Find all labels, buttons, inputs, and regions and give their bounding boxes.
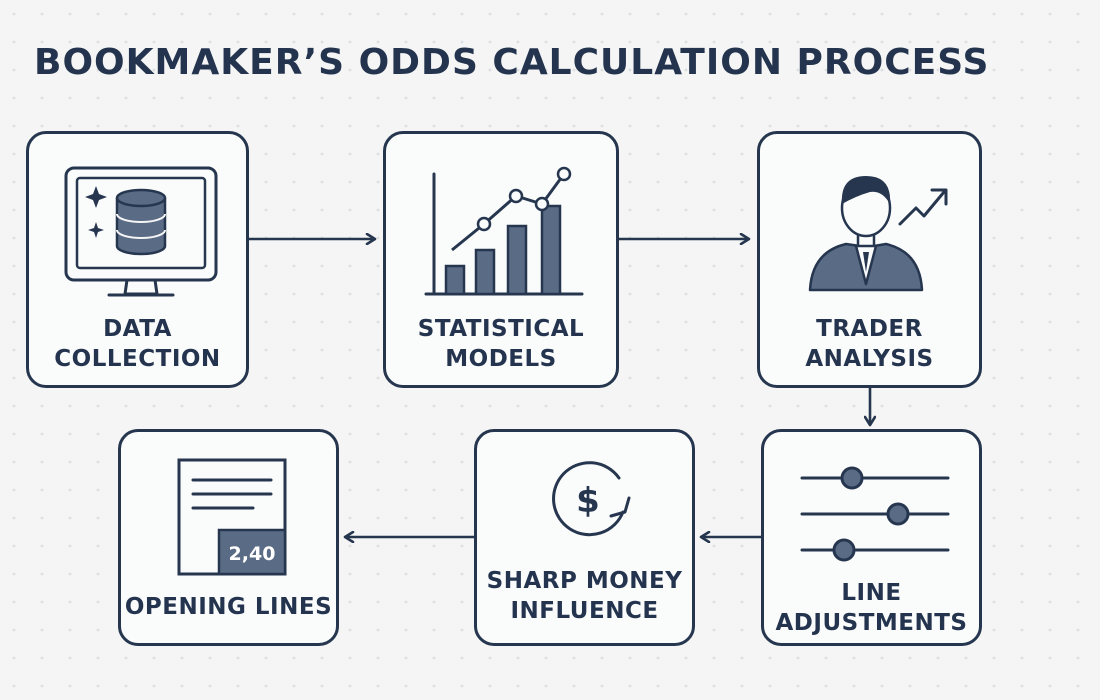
- label-line-1: STATISTICAL: [417, 316, 585, 342]
- odds-value: 2,40: [229, 543, 276, 565]
- label-line-2: MODELS: [445, 346, 557, 372]
- document-odds-icon: 2,40: [177, 458, 287, 576]
- page-title: BOOKMAKER’S ODDS CALCULATION PROCESS: [34, 42, 990, 83]
- step-label: TRADER ANALYSIS: [760, 314, 979, 374]
- dollar-cycle-icon: $: [552, 461, 631, 537]
- label-line-1: DATA: [103, 316, 172, 342]
- step-data-collection: DATA COLLECTION: [26, 131, 249, 388]
- step-label: DATA COLLECTION: [29, 314, 246, 374]
- label-line-1: TRADER: [816, 316, 923, 342]
- step-trader-analysis: TRADER ANALYSIS: [757, 131, 982, 388]
- step-label: STATISTICAL MODELS: [386, 314, 616, 374]
- step-label: SHARP MONEY INFLUENCE: [477, 566, 692, 626]
- bar-chart-trend-icon: [424, 166, 584, 296]
- sliders-icon: [800, 466, 950, 562]
- label-line-1: SHARP MONEY: [486, 568, 683, 594]
- database-monitor-icon: [64, 166, 218, 297]
- label-line-2: ANALYSIS: [805, 346, 934, 372]
- label-line-2: INFLUENCE: [510, 598, 659, 624]
- step-line-adjustments: LINE ADJUSTMENTS: [761, 429, 982, 646]
- label-line-1: LINE: [841, 580, 902, 606]
- step-opening-lines: 2,40 OPENING LINES: [118, 429, 339, 646]
- label-line-1: OPENING LINES: [124, 594, 333, 620]
- step-sharp-money-influence: $ SHARP MONEY INFLUENCE: [474, 429, 695, 646]
- trader-person-icon: [808, 176, 948, 292]
- step-label: OPENING LINES: [121, 592, 336, 622]
- svg-text:$: $: [576, 481, 600, 521]
- step-statistical-models: STATISTICAL MODELS: [383, 131, 619, 388]
- label-line-2: ADJUSTMENTS: [775, 610, 968, 636]
- step-label: LINE ADJUSTMENTS: [764, 578, 979, 638]
- label-line-2: COLLECTION: [54, 346, 221, 372]
